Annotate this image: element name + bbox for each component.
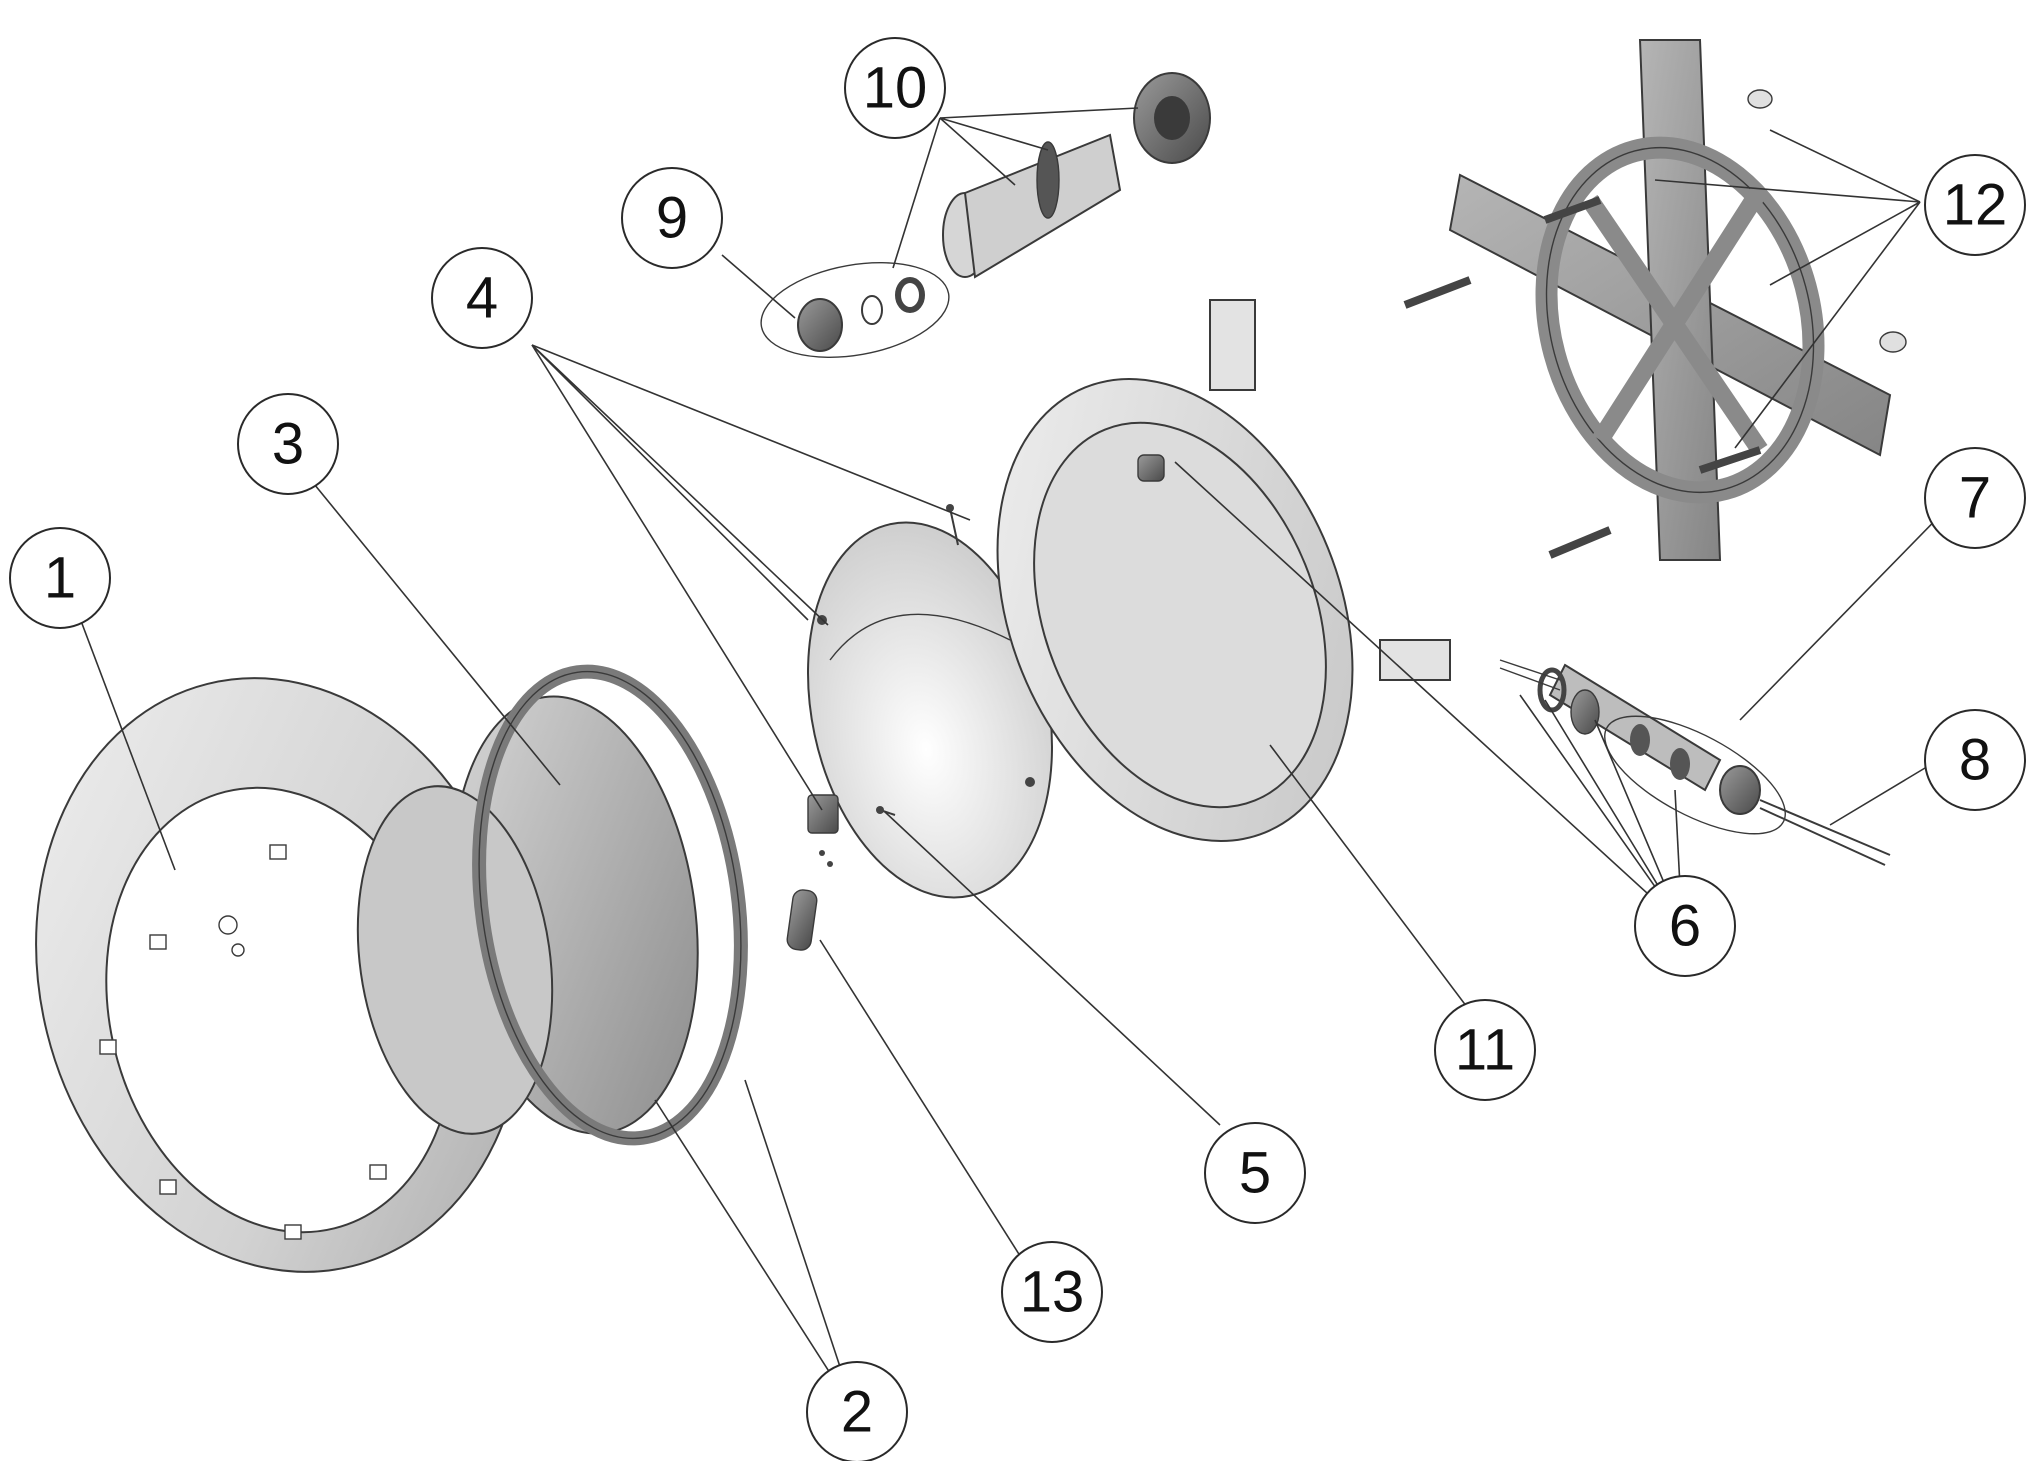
callout-12: 12	[1924, 154, 2026, 256]
cable-gland-icon	[1499, 659, 1891, 866]
callout-5: 5	[1204, 1122, 1306, 1224]
screw-icon	[876, 504, 959, 816]
callout-4: 4	[431, 247, 533, 349]
callout-label: 4	[466, 266, 498, 331]
callout-1: 1	[9, 527, 111, 629]
callout-label: 11	[1455, 1018, 1515, 1083]
callout-2: 2	[806, 1361, 908, 1461]
callout-label: 12	[1943, 173, 2008, 238]
callout-label: 3	[272, 412, 304, 477]
housing-icon	[996, 299, 1451, 842]
callout-8: 8	[1924, 709, 2026, 811]
callout-label: 6	[1669, 894, 1701, 959]
callout-label: 10	[863, 56, 928, 121]
callout-label: 5	[1239, 1141, 1271, 1206]
mounting-bracket-icon	[1403, 39, 1907, 561]
leader-lines	[77, 107, 1961, 1413]
nozzle-icon	[760, 72, 1211, 358]
callout-label: 9	[656, 186, 688, 251]
callout-13: 13	[1001, 1241, 1103, 1343]
callout-label: 7	[1959, 466, 1991, 531]
callout-label: 13	[1020, 1260, 1085, 1325]
callout-9: 9	[621, 167, 723, 269]
callout-11: 11	[1434, 999, 1536, 1101]
callout-7: 7	[1924, 447, 2026, 549]
callout-label: 1	[44, 546, 76, 611]
callout-10: 10	[844, 37, 946, 139]
gasket-icon	[472, 664, 748, 1146]
connector-icon	[786, 794, 839, 951]
callout-3: 3	[237, 393, 339, 495]
callout-label: 2	[841, 1380, 873, 1445]
callout-6: 6	[1634, 875, 1736, 977]
callout-label: 8	[1959, 728, 1991, 793]
